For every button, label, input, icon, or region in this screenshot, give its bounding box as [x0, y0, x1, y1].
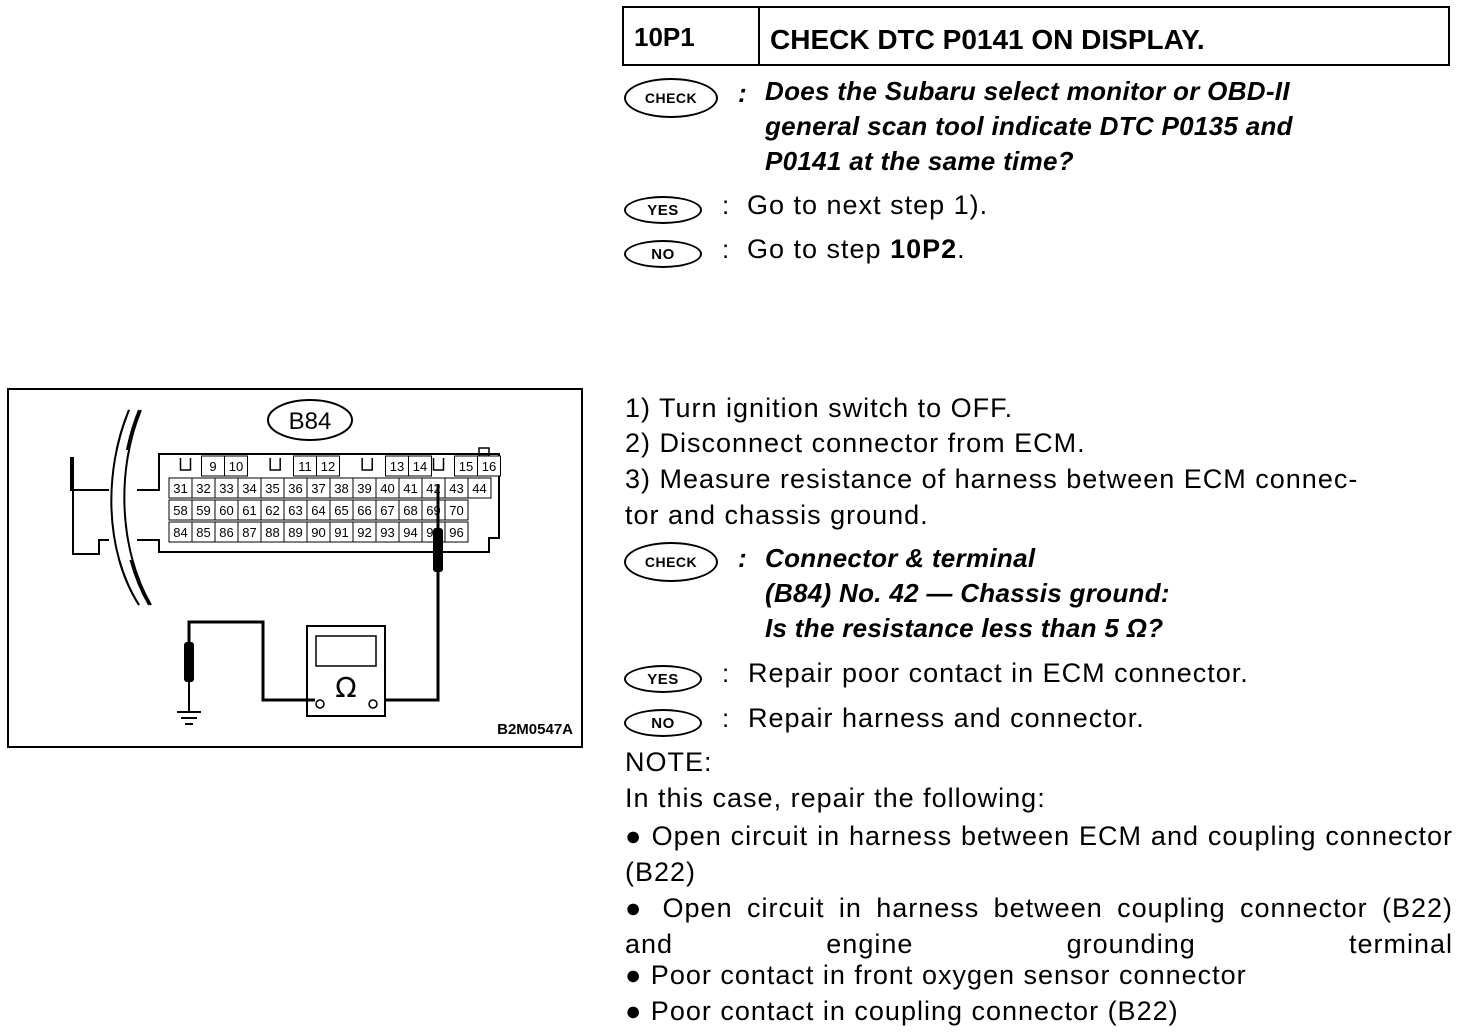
terminal-58: 58	[173, 503, 187, 518]
terminal-13: 13	[390, 459, 404, 474]
terminal-59: 59	[196, 503, 210, 518]
connector-label-oval	[267, 399, 353, 441]
terminal-cell	[444, 521, 469, 543]
terminal-40: 40	[380, 481, 394, 496]
connector-key-notch	[269, 458, 281, 471]
note-item: ● Poor contact in coupling connector (B2…	[625, 996, 1179, 1026]
probe-handle	[433, 528, 443, 572]
terminal-66: 66	[357, 503, 371, 518]
terminal-89: 89	[288, 525, 302, 540]
terminal-67: 67	[380, 503, 394, 518]
no-answer-1: Go to step 10P2.	[747, 234, 966, 264]
colon: :	[722, 703, 730, 733]
procedure-step-2: 2) Disconnect connector from ECM.	[625, 428, 1086, 458]
connector-key-notch	[361, 458, 373, 471]
figure-code: B2M0547A	[497, 721, 573, 738]
terminal-63: 63	[288, 503, 302, 518]
terminal-60: 60	[219, 503, 233, 518]
terminal-90: 90	[311, 525, 325, 540]
note-intro: In this case, repair the following:	[625, 783, 1046, 813]
terminal-14: 14	[413, 459, 427, 474]
terminal-91: 91	[334, 525, 348, 540]
terminal-cell	[444, 499, 469, 521]
yes-answer-2: Repair poor contact in ECM connector.	[748, 658, 1249, 688]
terminal-cell	[477, 455, 501, 477]
terminal-9: 9	[209, 459, 216, 474]
colon: :	[738, 543, 747, 573]
note-item: ● Open circuit in harness between coupli…	[625, 893, 1453, 959]
terminal-92: 92	[357, 525, 371, 540]
procedure-step-3: 3) Measure resistance of harness between…	[625, 464, 1359, 494]
procedure-step-1: 1) Turn ignition switch to OFF.	[625, 393, 1014, 423]
no-answer-2: Repair harness and connector.	[748, 703, 1145, 733]
terminal-44: 44	[472, 481, 486, 496]
connector-label: B84	[289, 408, 332, 435]
terminal-12: 12	[321, 459, 335, 474]
terminal-64: 64	[311, 503, 325, 518]
step-ref: 10P2	[890, 234, 958, 264]
note-item: ● Open circuit in harness between ECM an…	[625, 821, 1453, 887]
terminal-36: 36	[288, 481, 302, 496]
terminal-16: 16	[482, 459, 496, 474]
terminal-cell	[224, 455, 248, 477]
terminal-84: 84	[173, 525, 187, 540]
colon: :	[738, 78, 747, 108]
terminal-43: 43	[449, 481, 463, 496]
check-badge-1: CHECK	[624, 78, 718, 118]
terminal-96: 96	[449, 525, 463, 540]
terminal-cell	[408, 455, 432, 477]
terminal-68: 68	[403, 503, 417, 518]
terminal-32: 32	[196, 481, 210, 496]
colon: :	[722, 234, 730, 264]
ground-probe	[184, 642, 194, 682]
step-code: 10P1	[624, 8, 760, 64]
terminal-34: 34	[242, 481, 256, 496]
terminal-86: 86	[219, 525, 233, 540]
terminal-cell	[316, 455, 340, 477]
terminal-cell	[467, 477, 492, 499]
diagram-svg: B84 9 10 11 12 13 14 15 16 31 32 33 34 35 36 37 38 39 40 4…	[70, 399, 501, 725]
step-title: CHECK DTC P0141 ON DISPLAY.	[770, 24, 1205, 55]
terminal-33: 33	[219, 481, 233, 496]
terminal-88: 88	[265, 525, 279, 540]
check-badge-2: CHECK	[624, 542, 718, 582]
terminal-31: 31	[173, 481, 187, 496]
terminal-65: 65	[334, 503, 348, 518]
terminal-62: 62	[265, 503, 279, 518]
ohm-symbol: Ω	[335, 671, 356, 704]
terminal-10: 10	[229, 459, 243, 474]
no-badge-1: NO	[624, 240, 702, 268]
no-badge-2: NO	[624, 709, 702, 737]
connector-body	[70, 453, 500, 555]
yes-badge-1: YES	[624, 196, 702, 224]
colon: :	[722, 190, 730, 220]
colon: :	[722, 658, 730, 688]
terminal-70: 70	[449, 503, 463, 518]
connector-key-notch	[179, 458, 192, 471]
terminal-15: 15	[459, 459, 473, 474]
connector-key-notch	[432, 458, 445, 471]
ohmmeter-display	[315, 635, 377, 667]
terminal-37: 37	[311, 481, 325, 496]
yes-answer-1: Go to next step 1).	[747, 190, 989, 220]
check-question-1: Does the Subaru select monitor or OBD-II…	[765, 76, 1293, 176]
procedure-step-3-cont: tor and chassis ground.	[625, 500, 929, 530]
terminal-93: 93	[380, 525, 394, 540]
note-item: ● Poor contact in front oxygen sensor co…	[625, 960, 1247, 990]
terminal-85: 85	[196, 525, 210, 540]
terminal-38: 38	[334, 481, 348, 496]
check-question-2: Connector & terminal (B84) No. 42 — Chas…	[765, 543, 1170, 643]
terminal-94: 94	[403, 525, 417, 540]
terminal-61: 61	[242, 503, 256, 518]
circuit-diagram: B84 9 10 11 12 13 14 15 16 31 32 33 34 35 36 37 38 39 40 4…	[7, 388, 583, 748]
yes-badge-2: YES	[624, 665, 702, 693]
terminal-41: 41	[403, 481, 417, 496]
terminal-87: 87	[242, 525, 256, 540]
step-header: 10P1 CHECK DTC P0141 ON DISPLAY.	[622, 6, 1450, 66]
terminal-11: 11	[298, 459, 312, 474]
note-label: NOTE:	[625, 747, 713, 777]
terminal-39: 39	[357, 481, 371, 496]
terminal-35: 35	[265, 481, 279, 496]
